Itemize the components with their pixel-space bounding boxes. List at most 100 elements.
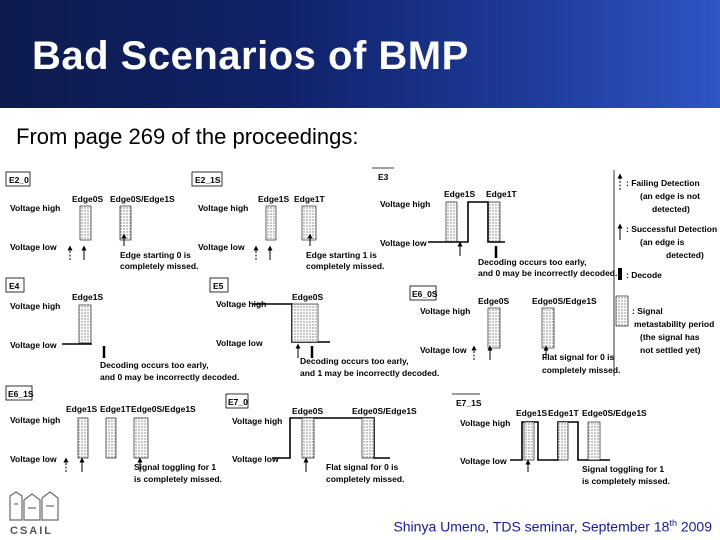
edge-label: Edge1S	[444, 189, 476, 199]
edge-label: Edge0S	[292, 292, 324, 302]
scenario-note: Edge starting 0 is	[120, 250, 191, 260]
scenario-note: Flat signal for 0 is	[542, 352, 615, 362]
metastability-region	[487, 307, 501, 349]
logo-text: CSAIL	[10, 525, 53, 537]
edge-label: Edge1S	[516, 408, 548, 418]
edge-label: Edge0S/Edge1S	[532, 296, 597, 306]
scenario-note: Decoding occurs too early,	[300, 356, 408, 366]
scenario-note: Signal toggling for 1	[134, 462, 216, 472]
legend-decode-text: : Decode	[626, 270, 662, 280]
edge-label: Edge0S	[292, 406, 324, 416]
voltage-high-label: Voltage high	[420, 306, 470, 316]
scenario-note: completely missed.	[542, 365, 620, 375]
metastability-region	[291, 303, 319, 343]
voltage-low-label: Voltage low	[10, 340, 57, 350]
voltage-low-label: Voltage low	[380, 238, 427, 248]
footer-credit: Shinya Umeno, TDS seminar, September 18t…	[393, 518, 712, 535]
edge-label: Edge0S	[478, 296, 510, 306]
bmp-scenarios-figure: E2_0 Edge0S Edge0S/Edge1S Voltage high V…	[5, 167, 717, 486]
panel-e5: E5 Edge0S Voltage high Voltage low Decod…	[209, 277, 439, 378]
voltage-high-label: Voltage high	[10, 301, 60, 311]
legend-meta-text: : Signal	[632, 306, 663, 316]
metastability-region	[77, 417, 89, 459]
panel-label: E2_1S	[195, 175, 221, 185]
panel-label: E2_0	[9, 175, 29, 185]
metastability-region	[557, 421, 569, 461]
edge-label: Edge0S/Edge1S	[131, 404, 196, 414]
voltage-low-label: Voltage low	[10, 454, 57, 464]
voltage-high-label: Voltage high	[10, 203, 60, 213]
voltage-low-label: Voltage low	[216, 338, 263, 348]
edge-label: Edge0S/Edge1S	[582, 408, 647, 418]
panel-label-box	[225, 393, 249, 409]
panel-label: E6_1S	[8, 389, 34, 399]
legend-success-text: (an edge is	[640, 237, 685, 247]
panel-e2-1s: E2_1S Edge1S Edge1T Voltage high Voltage…	[191, 171, 384, 271]
scenario-note: is completely missed.	[582, 476, 670, 486]
scenario-note: Decoding occurs too early,	[100, 360, 208, 370]
scenario-note: Decoding occurs too early,	[478, 257, 586, 267]
metastability-region	[445, 201, 458, 243]
legend-success-text: detected)	[666, 250, 704, 260]
metastability-region	[119, 205, 132, 241]
edge-label: Edge1T	[486, 189, 518, 199]
scenario-note: and 0 may be incorrectly decoded.	[478, 268, 617, 278]
legend-success-text: : Successful Detection	[626, 224, 717, 234]
metastability-region	[361, 417, 375, 459]
legend-failing-text: detected)	[652, 204, 690, 214]
scenario-note: Signal toggling for 1	[582, 464, 664, 474]
edge-label: Edge0S	[72, 194, 104, 204]
panel-label: E7_0	[228, 397, 248, 407]
panel-label-box	[209, 277, 229, 293]
edge-label: Edge1S	[72, 292, 104, 302]
voltage-low-label: Voltage low	[232, 454, 279, 464]
scenario-note: completely missed.	[120, 261, 198, 271]
metastability-icon	[615, 295, 629, 327]
edge-label: Edge1T	[294, 194, 326, 204]
metastability-region	[133, 417, 149, 459]
legend: : Failing Detection (an edge is not dete…	[613, 170, 717, 376]
metastability-region	[523, 421, 535, 461]
panel-label-box	[409, 285, 437, 301]
panel-e6-0s: E6_0S Edge0S Edge0S/Edge1S Voltage high …	[409, 285, 620, 375]
scenario-note: is completely missed.	[134, 474, 222, 484]
panel-label: E4	[9, 281, 20, 291]
edge-label: Edge1T	[100, 404, 132, 414]
panel-label: E3	[378, 172, 389, 182]
legend-failing-text: (an edge is not	[640, 191, 700, 201]
panel-e3: E3 Edge1S Edge1T Voltage high Voltage lo…	[372, 167, 617, 278]
metastability-region	[301, 205, 317, 241]
scenario-note: Flat signal for 0 is	[326, 462, 399, 472]
panel-label: E6_0S	[412, 289, 438, 299]
voltage-low-label: Voltage low	[460, 456, 507, 466]
scenario-note: completely missed.	[326, 474, 404, 484]
metastability-region	[301, 417, 315, 459]
signal-waveform	[272, 417, 390, 459]
voltage-high-label: Voltage high	[198, 203, 248, 213]
footer-text: Shinya Umeno, TDS seminar, September 18	[393, 518, 670, 535]
voltage-low-label: Voltage low	[198, 242, 245, 252]
voltage-high-label: Voltage high	[216, 299, 266, 309]
legend-meta-text: not settled yet)	[640, 345, 701, 355]
voltage-high-label: Voltage high	[232, 416, 282, 426]
decode-icon	[618, 268, 622, 280]
metastability-region	[105, 417, 117, 459]
metastability-region	[265, 205, 277, 241]
legend-meta-text: (the signal has	[640, 332, 700, 342]
edge-label: Edge0S/Edge1S	[110, 194, 175, 204]
panel-label-box	[5, 277, 25, 293]
panel-label-box	[5, 385, 33, 401]
panel-label: E7_1S	[456, 398, 482, 408]
signal-waveform	[510, 421, 610, 461]
footer-sup: th	[669, 518, 677, 528]
panel-e6-1s: E6_1S Edge1S Edge1T Edge0S/Edge1S Voltag…	[5, 385, 222, 484]
footer-year: 2009	[676, 518, 712, 535]
legend-meta-text: metastability period	[634, 319, 714, 329]
voltage-high-label: Voltage high	[10, 415, 60, 425]
edge-label: Edge0S/Edge1S	[352, 406, 417, 416]
panel-label: E5	[213, 281, 224, 291]
csail-logo: CSAIL	[9, 491, 59, 537]
panel-e7-1s: E7_1S Edge1S Edge1T Edge0S/Edge1S Voltag…	[452, 393, 670, 486]
metastability-region	[487, 201, 501, 243]
title-bar: Bad Scenarios of BMP	[0, 0, 720, 108]
